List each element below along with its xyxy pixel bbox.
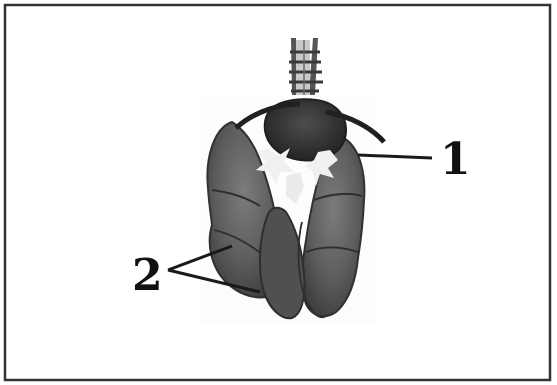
callout-1-label: 1	[440, 134, 471, 185]
callout-2-label: 2	[132, 250, 163, 301]
